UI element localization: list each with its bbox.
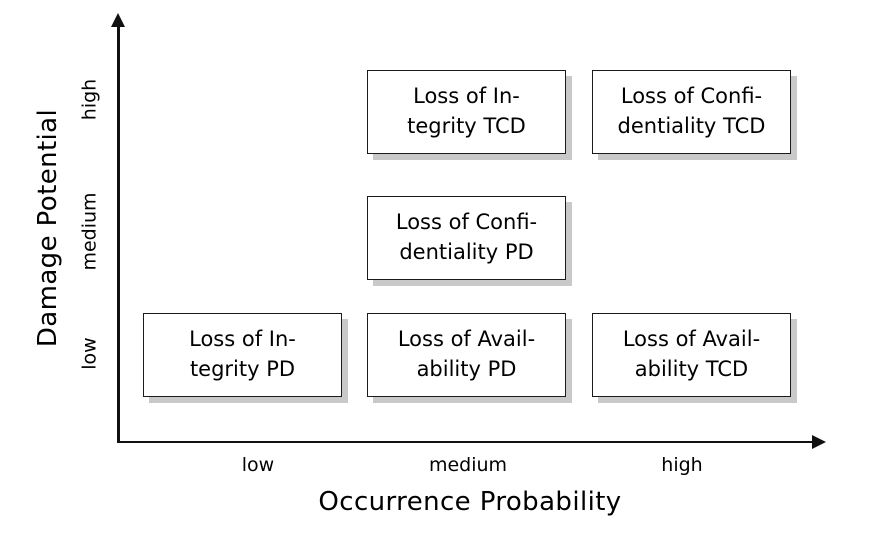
cell-line-2: dentiality PD (399, 240, 534, 264)
cell-line-2: dentiality TCD (617, 114, 766, 138)
x-tick-low: low (241, 454, 275, 476)
y-tick-medium: medium (78, 192, 101, 271)
cell-line-1: Loss of In- (413, 84, 520, 109)
x-tick-high: high (661, 454, 703, 476)
matrix-cell-availability-tcd[interactable]: Loss of Avail- ability TCD (592, 313, 791, 397)
cell-line-2: ability TCD (634, 357, 749, 381)
x-axis-arrow-icon (812, 434, 826, 449)
cell-line-1: Loss of Confi- (620, 84, 763, 109)
y-tick-high: high (78, 78, 101, 121)
matrix-cell-integrity-tcd[interactable]: Loss of In- tegrity TCD (367, 70, 566, 154)
y-axis-title: Damage Potential (33, 108, 63, 348)
x-axis-title: Occurrence Probability (318, 487, 622, 517)
cell-line-1: Loss of Avail- (622, 327, 761, 352)
y-tick-low: low (78, 337, 101, 370)
cell-line-1: Loss of Confi- (395, 210, 538, 235)
matrix-cell-confidentiality-tcd[interactable]: Loss of Confi- dentiality TCD (592, 70, 791, 154)
cell-line-2: tegrity PD (189, 357, 296, 381)
x-tick-medium: medium (428, 454, 508, 476)
matrix-cell-integrity-pd[interactable]: Loss of In- tegrity PD (143, 313, 342, 397)
cell-line-1: Loss of In- (189, 327, 296, 352)
matrix-cell-availability-pd[interactable]: Loss of Avail- ability PD (367, 313, 566, 397)
cell-line-2: tegrity TCD (407, 114, 526, 138)
y-axis-arrow-icon (111, 13, 125, 27)
x-axis-line (117, 440, 820, 443)
cell-line-1: Loss of Avail- (397, 327, 536, 352)
matrix-cell-confidentiality-pd[interactable]: Loss of Confi- dentiality PD (367, 196, 566, 280)
cell-line-2: ability PD (416, 357, 517, 381)
y-axis-line (117, 24, 120, 443)
